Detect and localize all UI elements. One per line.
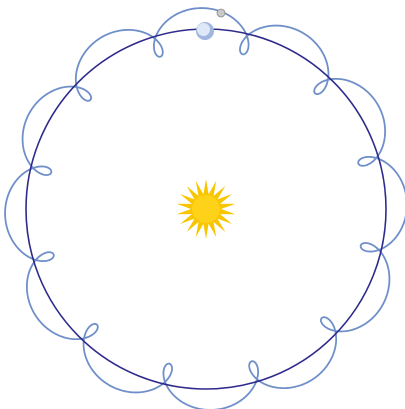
- sun-core: [192, 195, 220, 223]
- earth-icon: [196, 22, 214, 40]
- earth-highlight: [197, 23, 210, 36]
- moon-icon: [217, 9, 225, 17]
